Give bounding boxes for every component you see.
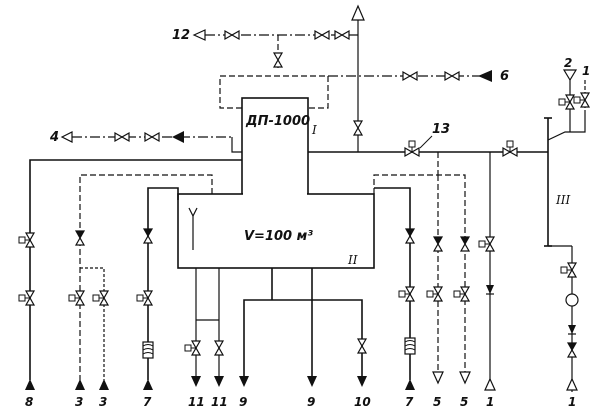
branch-7-right: [374, 187, 416, 390]
branch-11: [184, 268, 224, 387]
label-line-2: 2: [564, 56, 572, 70]
label-bottom-5a: 5: [433, 395, 441, 409]
line-6: [328, 70, 492, 82]
label-bottom-8: 8: [25, 395, 33, 409]
zone-II-label: II: [347, 253, 358, 267]
label-bottom-5b: 5: [460, 395, 468, 409]
level-probe: [188, 207, 198, 250]
zone-III-label: III: [555, 193, 570, 207]
line-4: [60, 131, 242, 153]
vessel-volume-label: V=100 м³: [244, 229, 313, 244]
zone-III-equipment: [560, 262, 579, 391]
label-bottom-7a: 7: [143, 395, 152, 409]
zone-I-label: I: [311, 123, 317, 137]
label-bottom-3a: 3: [75, 395, 83, 409]
label-item-13: 13: [432, 122, 450, 137]
label-bottom-11a: 11: [188, 395, 205, 409]
zone-III-line: [544, 110, 586, 392]
label-line-12: 12: [172, 28, 190, 43]
vent-line: [351, 4, 365, 152]
vessel-top-label: ДП-1000: [245, 114, 310, 129]
label-bottom-3b: 3: [99, 395, 107, 409]
label-bottom-10: 10: [354, 395, 371, 409]
line-12: [192, 29, 358, 68]
branch-5: [373, 152, 471, 384]
label-line-6: 6: [500, 69, 509, 84]
label-bottom-1b: 1: [568, 395, 576, 409]
header-line: [308, 140, 548, 157]
label-line-4: 4: [49, 130, 59, 145]
branch-3: [68, 174, 213, 390]
label-bottom-9b: 9: [307, 395, 315, 409]
label-bottom-9a: 9: [239, 395, 247, 409]
bottom-labels: 8 3 3 7 11 11 9 9 10 7 5 5 1 1: [25, 395, 576, 409]
label-bottom-7b: 7: [405, 395, 414, 409]
branch-7-left: [136, 187, 179, 390]
label-bottom-1a: 1: [486, 395, 494, 409]
right-top-lines: [558, 69, 590, 132]
branch-9: [239, 268, 363, 387]
label-bottom-11b: 11: [211, 395, 228, 409]
branch-8: [18, 159, 242, 390]
label-line-1-top: 1: [582, 64, 590, 78]
branch-1: [478, 152, 496, 391]
vessel: [177, 97, 375, 269]
dashed-bypass-loop: [219, 75, 329, 109]
